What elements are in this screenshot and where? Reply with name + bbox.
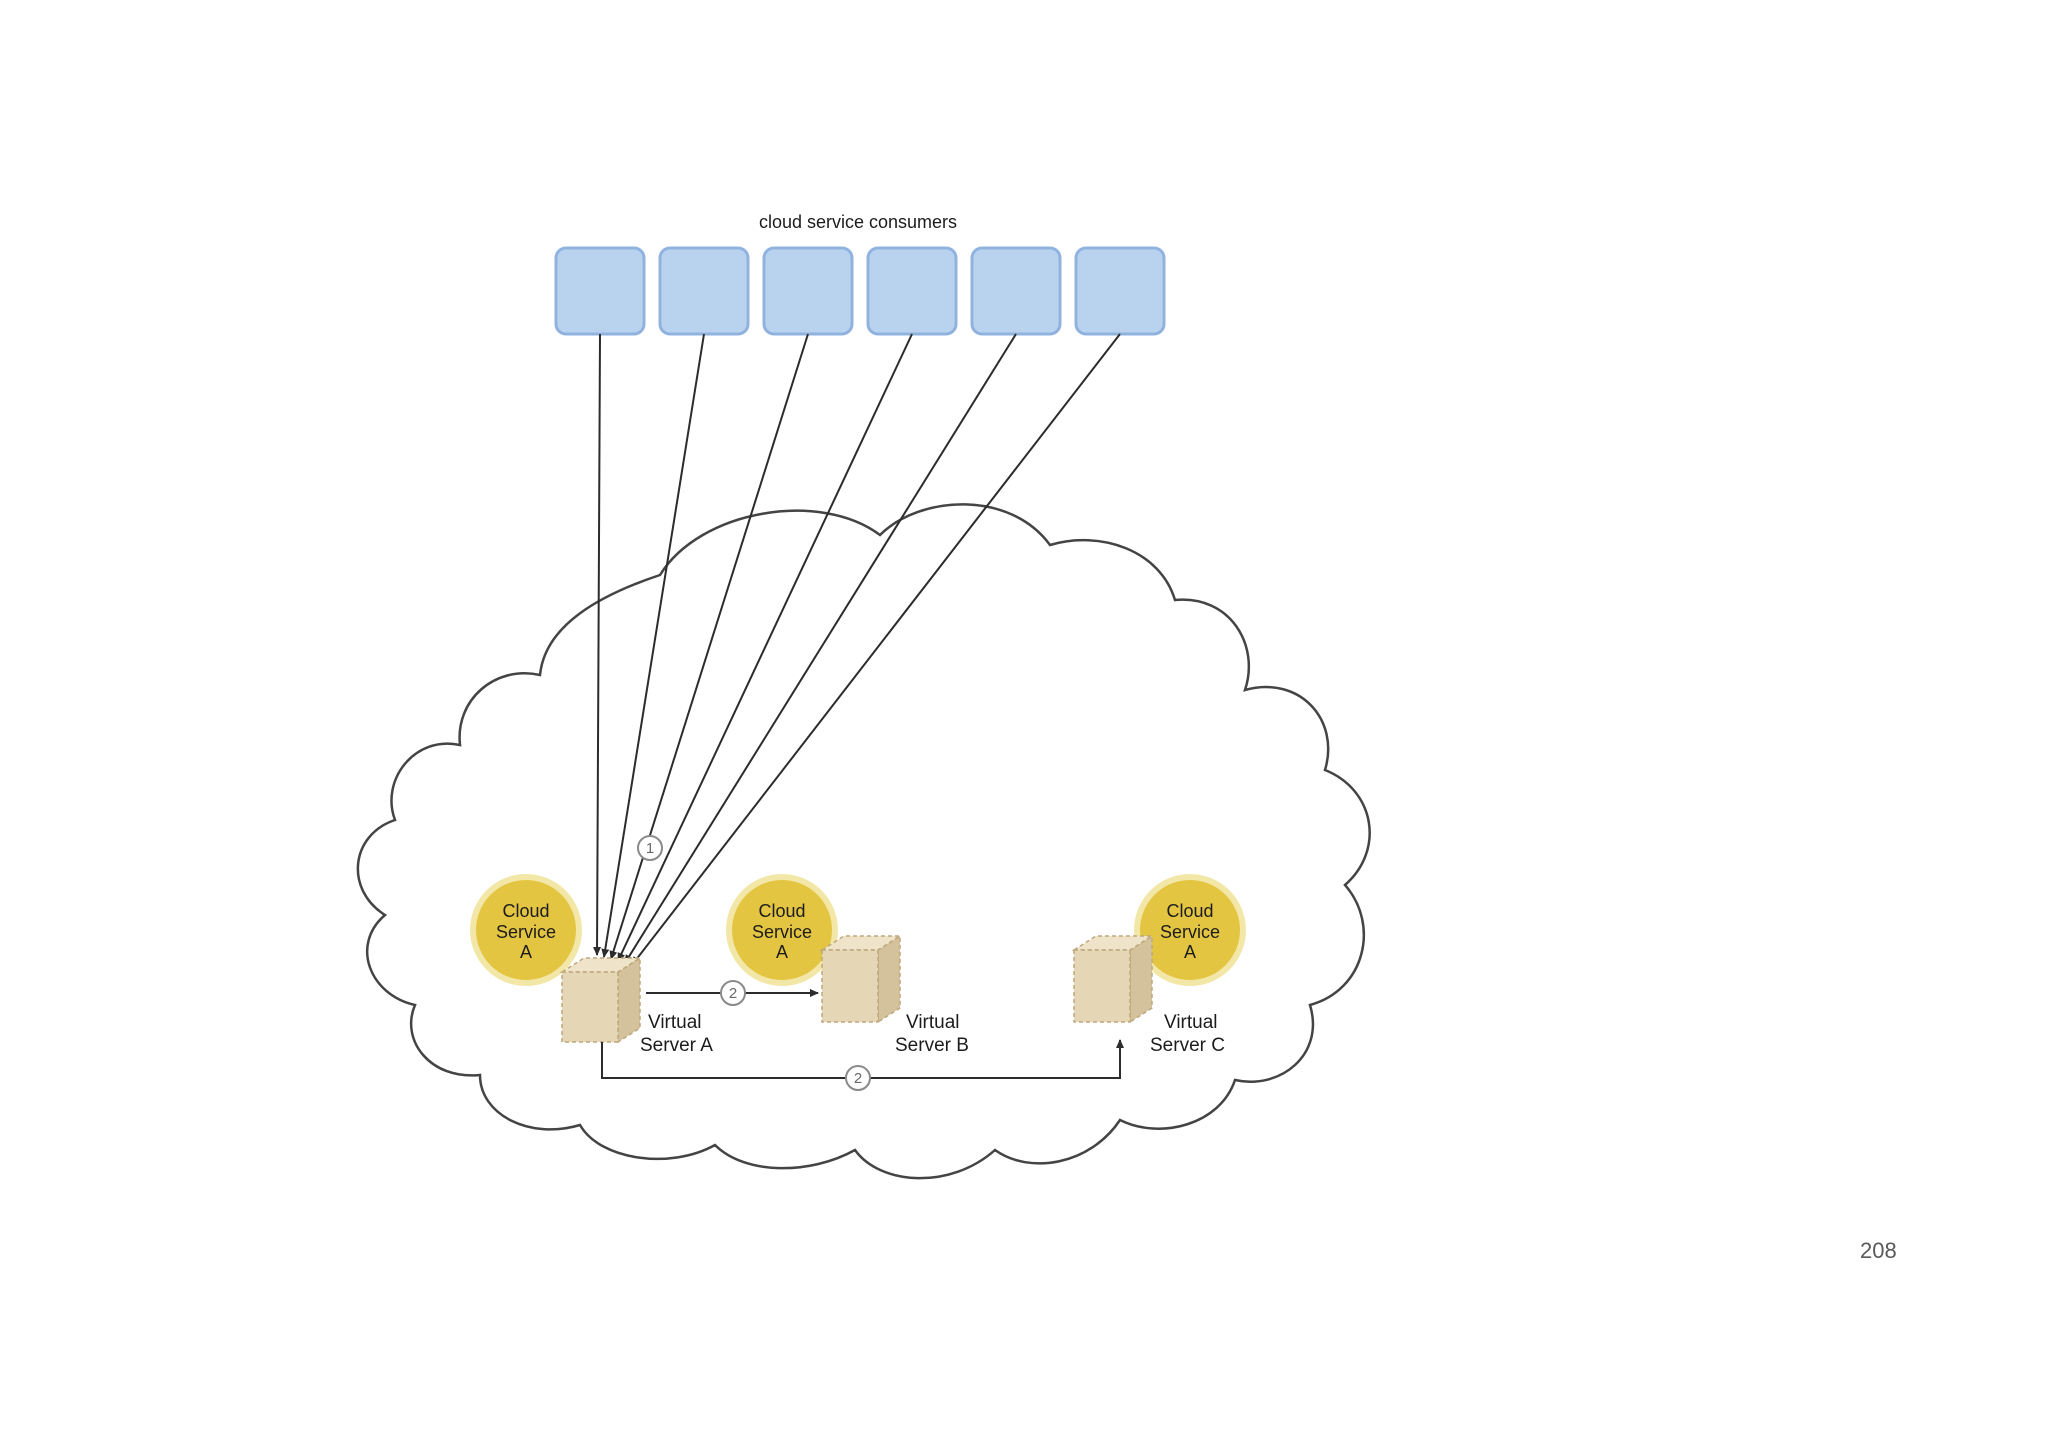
request-line xyxy=(593,333,602,956)
virtual-server-b-icon xyxy=(819,934,903,1024)
service-label-line2: Service xyxy=(752,922,812,942)
service-label-line3: A xyxy=(776,942,788,962)
server-b-label-line1: Virtual xyxy=(906,1012,960,1033)
consumer-boxes xyxy=(554,246,1166,336)
cloud-service-a-3: Cloud Service A xyxy=(1134,874,1246,986)
consumer-box xyxy=(866,246,958,336)
service-label-line2: Service xyxy=(496,922,556,942)
page-number: 208 xyxy=(1860,1238,1897,1263)
step-2-marker-b: 2 xyxy=(720,980,746,1006)
request-line xyxy=(617,333,913,962)
service-label-line1: Cloud xyxy=(758,901,805,921)
step-1-label: 1 xyxy=(646,840,654,857)
service-label-line1: Cloud xyxy=(502,901,549,921)
virtual-server-a-icon xyxy=(559,956,643,1044)
server-c-label-line2: Server C xyxy=(1150,1035,1225,1056)
service-label-line3: A xyxy=(520,942,532,962)
request-line xyxy=(624,333,1017,964)
virtual-server-c-icon xyxy=(1071,934,1155,1024)
request-line xyxy=(631,333,1121,966)
consumer-box xyxy=(658,246,750,336)
consumer-box xyxy=(762,246,854,336)
consumer-box xyxy=(554,246,646,336)
service-label-line3: A xyxy=(1184,942,1196,962)
cloud-service-a-2: Cloud Service A xyxy=(726,874,838,986)
step-2-label-b: 2 xyxy=(729,985,737,1002)
server-c-label-line1: Virtual xyxy=(1164,1012,1218,1033)
request-line xyxy=(601,333,705,958)
server-a-label-line1: Virtual xyxy=(648,1012,702,1033)
service-label-line1: Cloud xyxy=(1166,901,1213,921)
step-2-label-c: 2 xyxy=(854,1070,862,1087)
consumer-box xyxy=(1074,246,1166,336)
cloud-service-a-1: Cloud Service A xyxy=(470,874,582,986)
service-label-line2: Service xyxy=(1160,922,1220,942)
server-a-label-line2: Server A xyxy=(640,1035,713,1056)
step-2-marker-c: 2 xyxy=(845,1065,871,1091)
consumers-label: cloud service consumers xyxy=(759,212,957,232)
server-b-label-line2: Server B xyxy=(895,1035,969,1056)
step-1-marker: 1 xyxy=(637,835,663,861)
consumer-box xyxy=(970,246,1062,336)
